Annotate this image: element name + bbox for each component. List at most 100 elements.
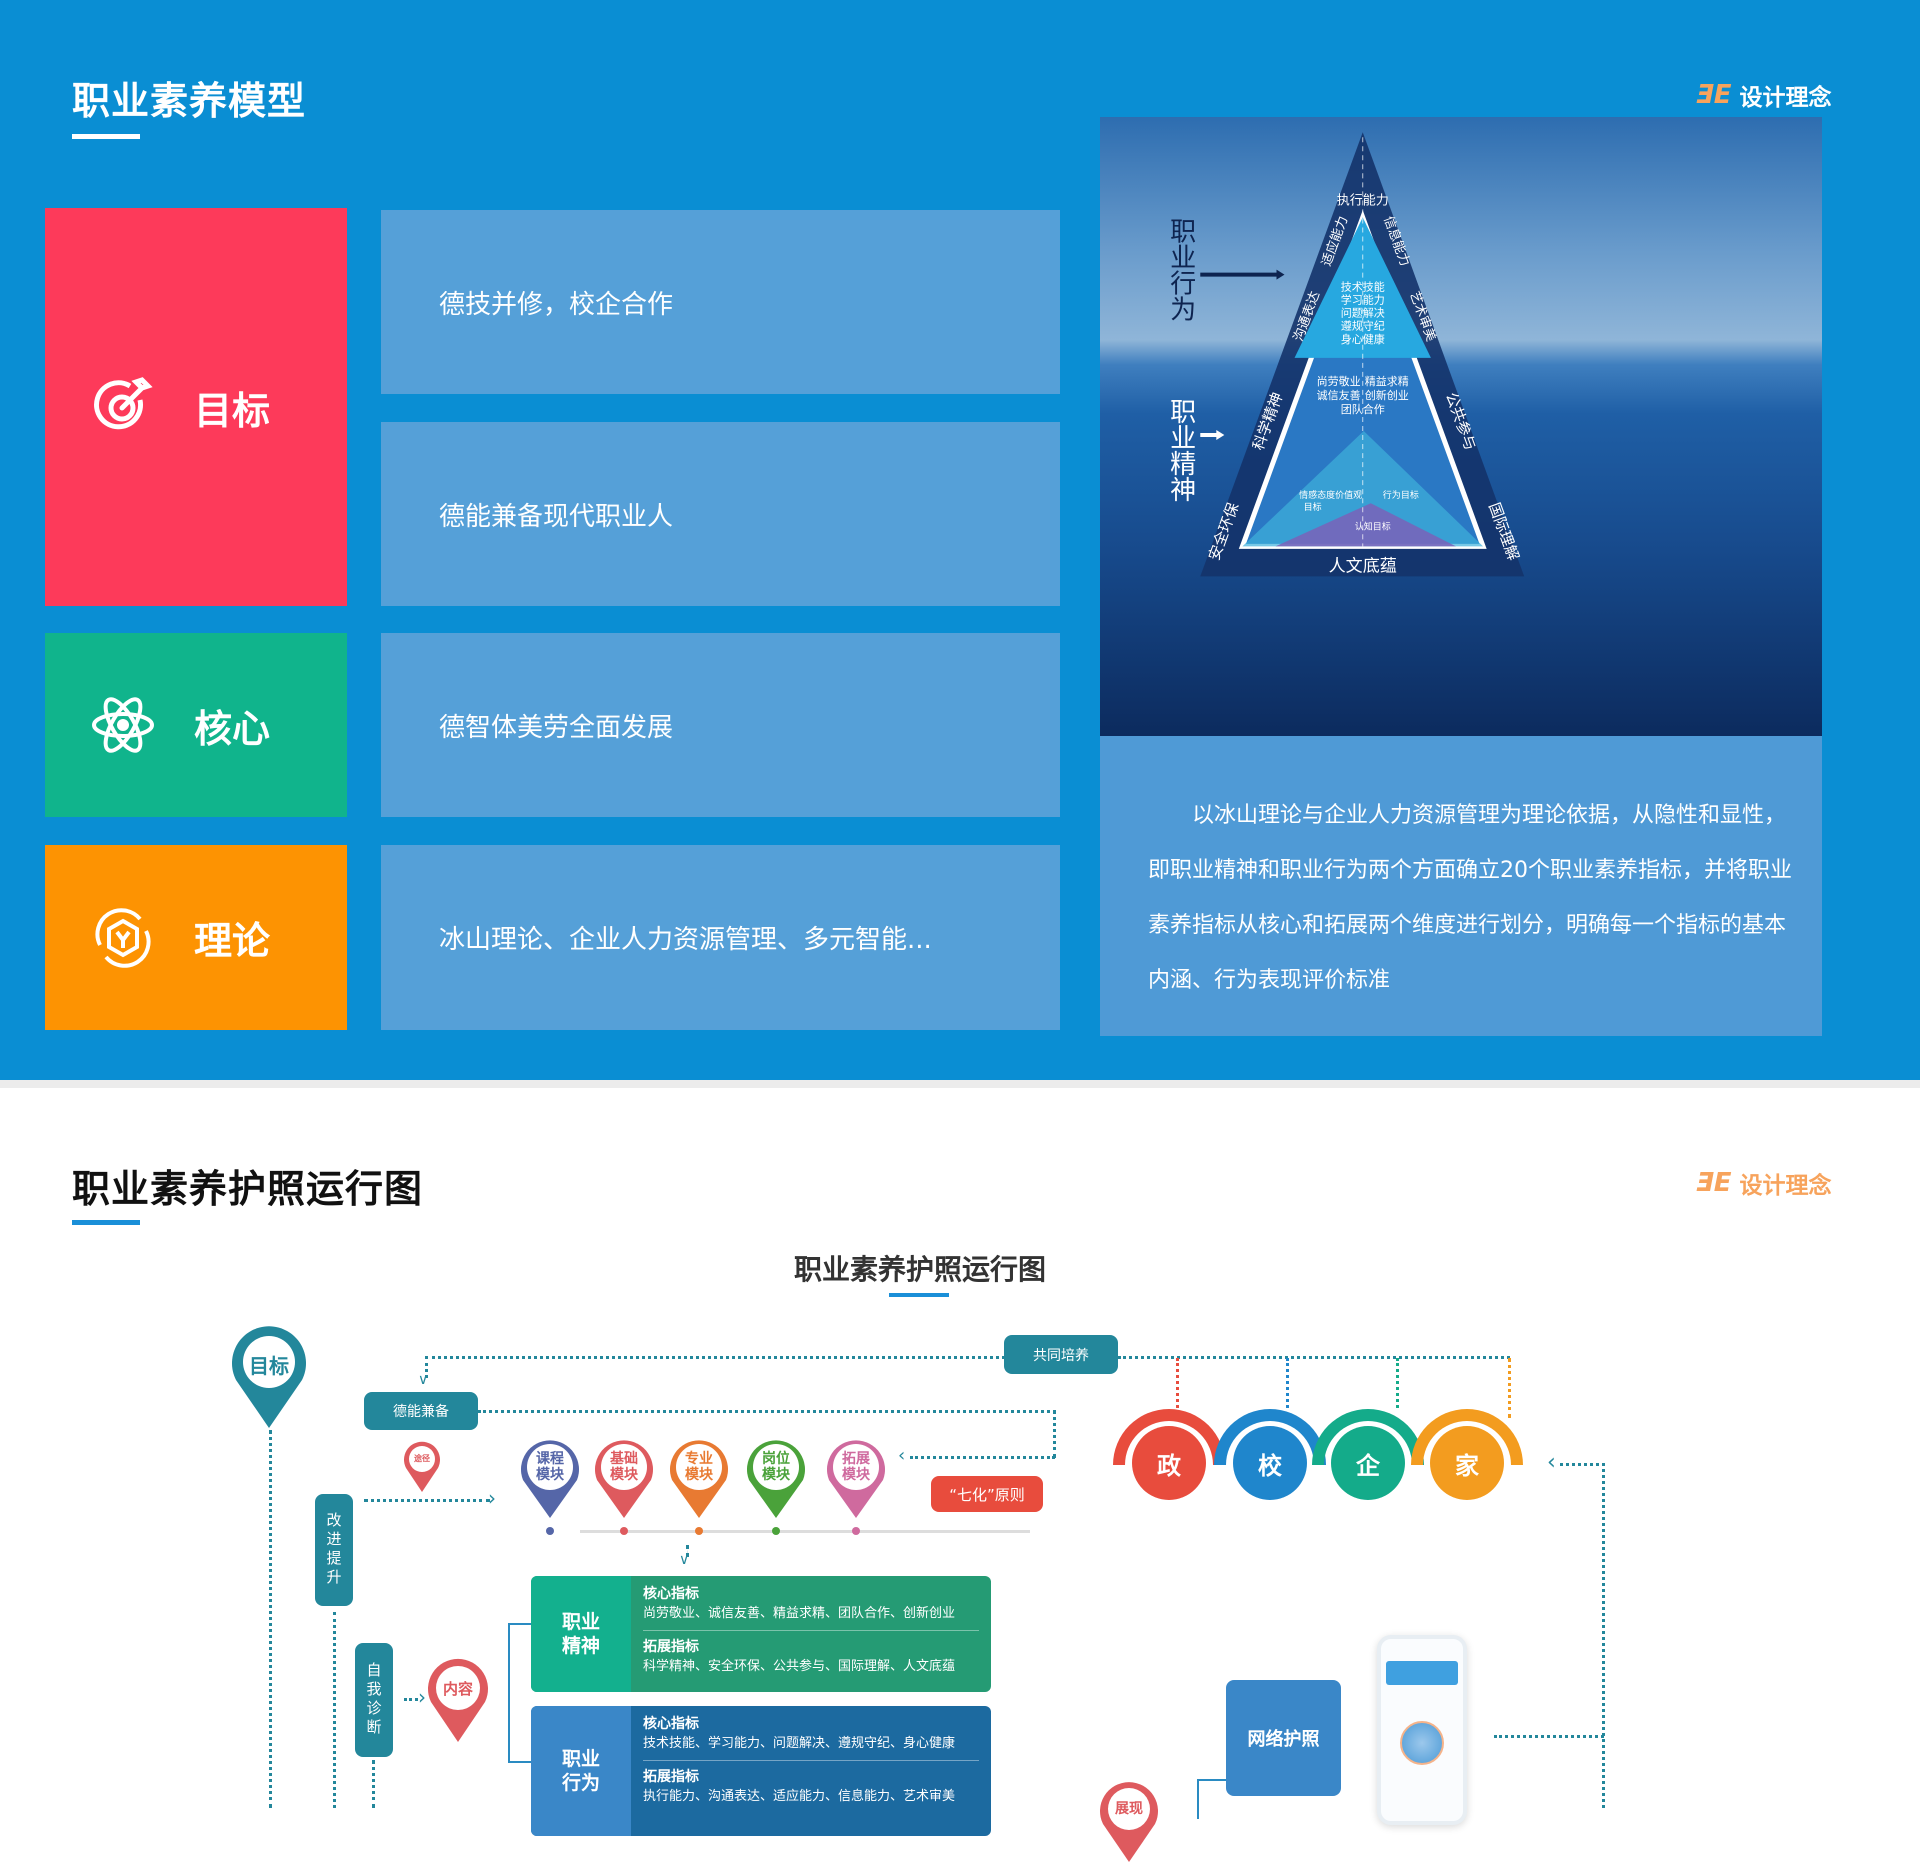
- network-passport-box: 网络护照: [1226, 1680, 1341, 1796]
- content-pin: 内容: [426, 1656, 490, 1742]
- svg-text:职业行为: 职业行为: [1165, 217, 1196, 321]
- goal-pin: 目标: [230, 1324, 308, 1428]
- core-list: 尚劳敬业、诚信友善、精益求精、团队合作、创新创业: [643, 1606, 956, 1621]
- arrow-down-icon: ∨: [679, 1552, 690, 1568]
- core-title: 核心指标: [643, 1586, 699, 1602]
- goal-item: 德能兼备现代职业人: [381, 422, 1060, 606]
- svg-text:学习能力: 学习能力: [1341, 293, 1385, 307]
- connector: [372, 1760, 375, 1808]
- ext-list: 科学精神、安全环保、公共参与、国际理解、人文底蕴: [643, 1659, 956, 1674]
- theory-item: 冰山理论、企业人力资源管理、多元智能...: [381, 845, 1060, 1030]
- self-diagnosis-bar: 自我诊断: [355, 1643, 393, 1757]
- connector: [1494, 1735, 1604, 1738]
- module-pin: 岗位模块: [745, 1436, 807, 1518]
- theory-cycle-icon: [95, 907, 151, 968]
- module-pin: 课程模块: [519, 1436, 581, 1518]
- svg-text:行为目标: 行为目标: [1383, 489, 1419, 501]
- diagram-title: 职业素养护照运行图: [793, 1253, 1046, 1286]
- module-pin: 拓展模块: [825, 1436, 887, 1518]
- module-label: 基础模块: [610, 1451, 638, 1483]
- model-description: 以冰山理论与企业人力资源管理为理论依据，从隐性和显性，即职业精神和职业行为两个方…: [1100, 736, 1822, 1036]
- path-pin: 途径: [403, 1440, 441, 1492]
- connector: [910, 1456, 1055, 1459]
- connector: [1560, 1463, 1605, 1466]
- target-icon: [94, 377, 153, 430]
- design-label: 设计理念: [1739, 85, 1832, 111]
- ext-title: 拓展指标: [643, 1639, 699, 1655]
- tile-label: 理论: [194, 919, 271, 963]
- pin-label: 途径: [414, 1454, 430, 1463]
- pin-label: 目标: [249, 1354, 289, 1378]
- svg-text:团队合作: 团队合作: [1341, 402, 1385, 416]
- core-title: 核心指标: [643, 1716, 699, 1732]
- radar-chart-icon: [1400, 1721, 1444, 1765]
- connector: [686, 1545, 689, 1557]
- module-pin: 基础模块: [593, 1436, 655, 1518]
- connector: [1396, 1358, 1399, 1408]
- party-circle: 校: [1233, 1426, 1307, 1500]
- svg-text:认知目标: 认知目标: [1355, 520, 1391, 532]
- party-circle: 政: [1132, 1426, 1206, 1500]
- design-concept-link[interactable]: ƎE 设计理念: [1696, 1166, 1832, 1200]
- connector: [269, 1430, 272, 1808]
- connector: [1176, 1358, 1179, 1408]
- design-label: 设计理念: [1739, 1173, 1832, 1199]
- party-circle: 企: [1331, 1426, 1405, 1500]
- svg-text:问题解决: 问题解决: [1341, 306, 1385, 320]
- show-pin: 展现: [1098, 1778, 1160, 1862]
- timeline-dot: [546, 1527, 554, 1535]
- iceberg-model-image: 执行能力 技术技能 学习能力 问题解决 遵规守纪 身心健康 尚劳敬业 精益求精 …: [1100, 117, 1822, 736]
- phone-profile-header: [1386, 1661, 1458, 1685]
- title-underline: [72, 134, 140, 139]
- card-label: 职业精神: [531, 1576, 631, 1692]
- tile-goal: 目标: [45, 208, 347, 606]
- improve-bar: 改进提升: [315, 1494, 353, 1606]
- virtue-ability-button: 德能兼备: [364, 1392, 478, 1430]
- module-label: 课程模块: [536, 1451, 564, 1483]
- label-execution: 执行能力: [1337, 193, 1389, 208]
- module-label: 岗位模块: [762, 1451, 790, 1483]
- svg-text:尚劳敬业: 尚劳敬业: [1317, 374, 1361, 388]
- connector: [478, 1410, 1056, 1413]
- goal-item: 德技并修，校企合作: [381, 210, 1060, 394]
- design-icon: ƎE: [1696, 1168, 1732, 1198]
- module-timeline: [580, 1530, 1030, 1533]
- tile-core: 核心: [45, 633, 347, 817]
- timeline-dot: [852, 1527, 860, 1535]
- arrow-right-icon: ›: [488, 1486, 496, 1510]
- arrow-left-icon: ‹: [1547, 1450, 1556, 1475]
- arrow-down-icon: ∨: [418, 1372, 429, 1388]
- arrow-left-icon: ‹: [898, 1445, 906, 1466]
- connector: [333, 1612, 336, 1808]
- timeline-dot: [772, 1527, 780, 1535]
- seven-principle-badge: “七化”原则: [931, 1476, 1043, 1512]
- svg-text:技术技能: 技术技能: [1341, 280, 1385, 294]
- section-divider: [0, 1080, 1920, 1088]
- pin-label: 展现: [1115, 1801, 1143, 1817]
- phone-mockup: [1377, 1635, 1467, 1825]
- svg-text:遵规守纪: 遵规守纪: [1341, 319, 1385, 333]
- arrow-right-icon: ›: [418, 1685, 426, 1709]
- ext-title: 拓展指标: [643, 1769, 699, 1785]
- core-item: 德智体美劳全面发展: [381, 633, 1060, 817]
- bracket: [1197, 1779, 1227, 1819]
- title-underline: [72, 1220, 140, 1225]
- svg-text:精益求精: 精益求精: [1365, 374, 1409, 388]
- svg-text:诚信友善: 诚信友善: [1317, 388, 1361, 402]
- atom-icon: [92, 697, 154, 753]
- module-pin: 专业模块: [668, 1436, 730, 1518]
- connector: [1286, 1358, 1289, 1408]
- svg-text:创新创业: 创新创业: [1365, 388, 1409, 402]
- connector: [425, 1356, 1005, 1359]
- bracket: [508, 1623, 532, 1763]
- module-label: 专业模块: [685, 1451, 713, 1483]
- co-cultivate-button: 共同培养: [1004, 1335, 1118, 1374]
- connector: [1053, 1410, 1056, 1458]
- connector: [1508, 1358, 1511, 1418]
- pin-label: 内容: [442, 1680, 473, 1698]
- svg-text:身心健康: 身心健康: [1341, 332, 1385, 346]
- core-list: 技术技能、学习能力、问题解决、遵规守纪、身心健康: [643, 1736, 956, 1751]
- connector: [404, 1698, 418, 1701]
- svg-text:职业精神: 职业精神: [1165, 398, 1196, 502]
